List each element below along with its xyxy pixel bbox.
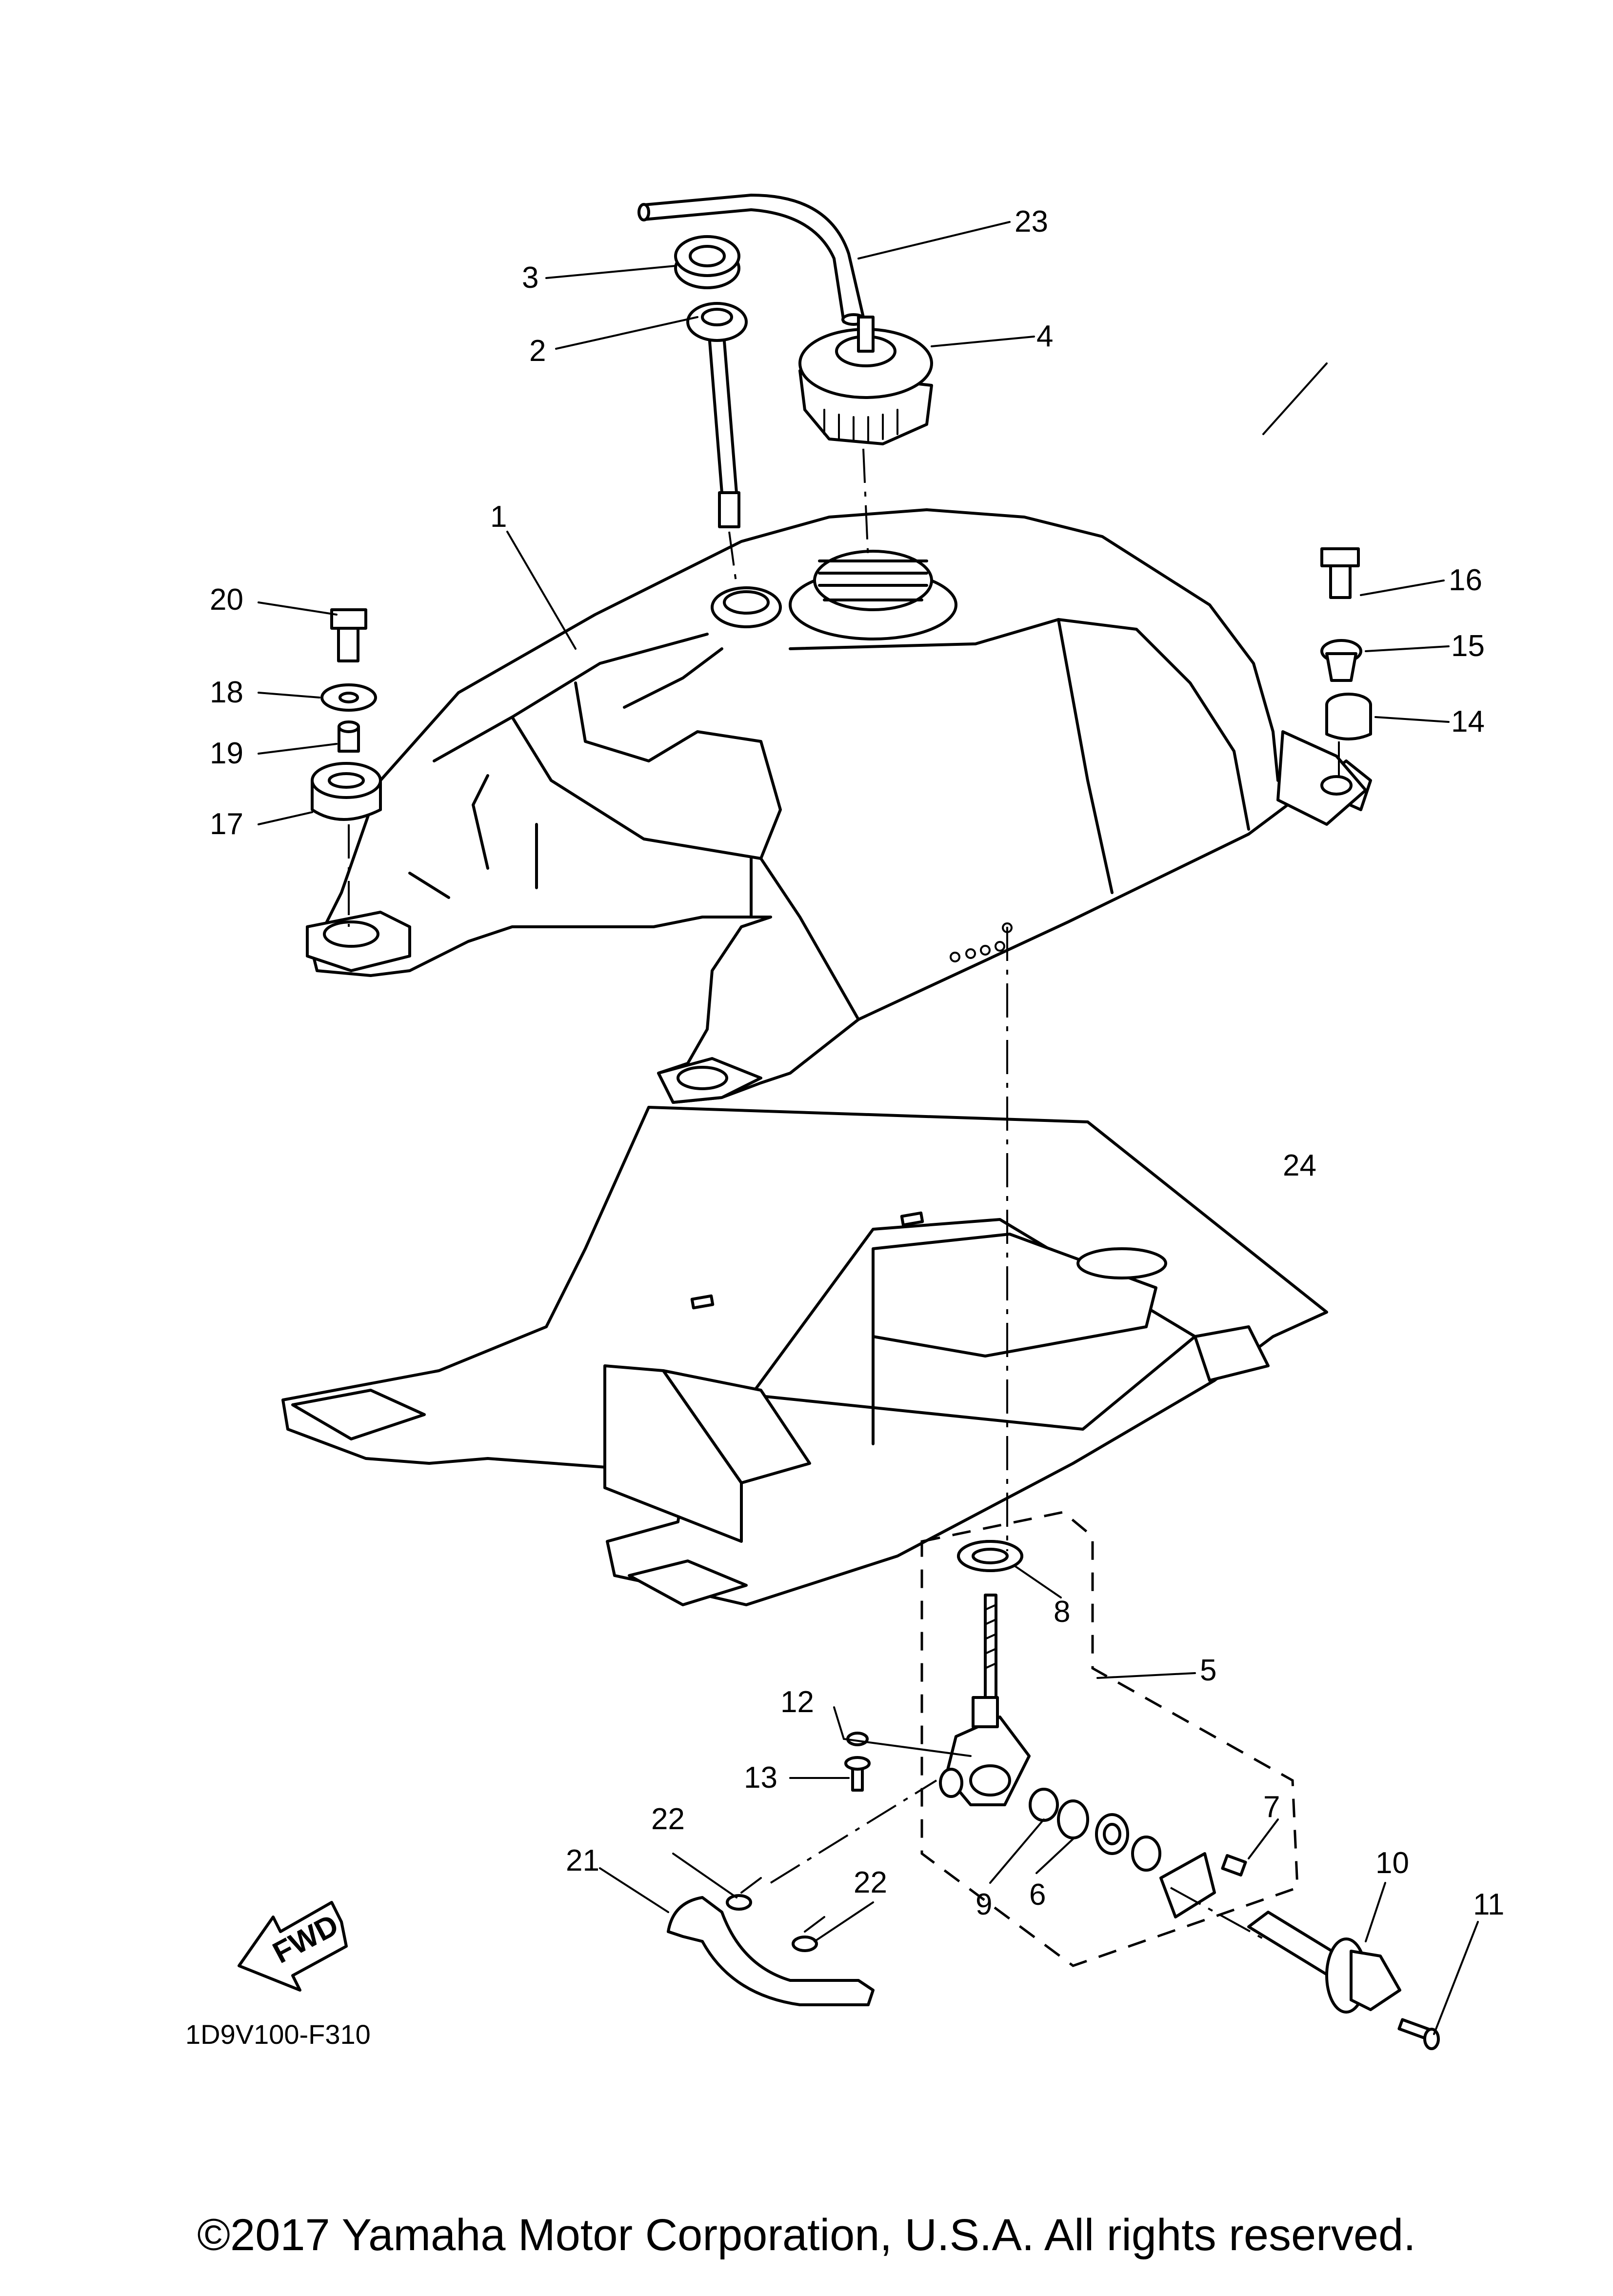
callout-13: 13 bbox=[744, 1761, 777, 1795]
callout-7: 7 bbox=[1263, 1790, 1280, 1824]
callout-11: 11 bbox=[1473, 1888, 1504, 1921]
callout-3: 3 bbox=[522, 261, 538, 295]
washer-screw-parts bbox=[844, 1732, 871, 1792]
callout-15: 15 bbox=[1451, 629, 1485, 663]
callout-24: 24 bbox=[1283, 1149, 1316, 1182]
callout-19: 19 bbox=[210, 737, 243, 770]
assembly-line-gauge bbox=[728, 531, 737, 586]
assembly-line-cap bbox=[862, 448, 869, 561]
fuel-cap-part bbox=[798, 316, 933, 445]
callout-16: 16 bbox=[1449, 563, 1482, 597]
callout-23: 23 bbox=[1015, 205, 1048, 239]
callout-8: 8 bbox=[1054, 1595, 1070, 1629]
callout-22-upper: 22 bbox=[651, 1802, 685, 1836]
callout-labels: 23 3 2 4 1 24 16 15 14 20 18 19 17 8 5 1… bbox=[210, 205, 1504, 1921]
callout-2: 2 bbox=[529, 334, 546, 368]
breather-hose-part bbox=[637, 194, 866, 326]
fuel-hose-parts bbox=[667, 1877, 875, 2006]
seal-part bbox=[957, 1540, 1023, 1572]
left-mount-parts bbox=[311, 608, 382, 821]
fuel-gauge-part bbox=[686, 302, 748, 528]
callout-6: 6 bbox=[1029, 1878, 1046, 1912]
callout-17: 17 bbox=[210, 807, 243, 841]
callout-14: 14 bbox=[1451, 705, 1485, 739]
leader-lines bbox=[258, 221, 1479, 2035]
right-mount-parts bbox=[1320, 547, 1372, 740]
callout-18: 18 bbox=[210, 676, 243, 709]
callout-9: 9 bbox=[976, 1888, 992, 1921]
knob-parts bbox=[1247, 1911, 1440, 2050]
callout-22-lower: 22 bbox=[854, 1866, 887, 1899]
callout-20: 20 bbox=[210, 583, 243, 617]
fuel-tank-part bbox=[306, 508, 1372, 1104]
fwd-arrow-icon: FWD bbox=[238, 1901, 348, 1992]
diagram-code: 1D9V100-F310 bbox=[185, 2019, 371, 2050]
callout-21: 21 bbox=[566, 1844, 599, 1877]
callout-4: 4 bbox=[1036, 319, 1053, 353]
callout-5: 5 bbox=[1200, 1654, 1216, 1687]
callout-12: 12 bbox=[780, 1685, 814, 1719]
copyright-notice: ©2017 Yamaha Motor Corporation, U.S.A. A… bbox=[197, 2210, 1416, 2260]
callout-10: 10 bbox=[1375, 1846, 1409, 1880]
grommet-part bbox=[674, 235, 740, 289]
tank-marking-circles bbox=[950, 922, 1013, 962]
callout-1: 1 bbox=[490, 500, 507, 534]
tank-bracket-part bbox=[281, 1106, 1328, 1606]
